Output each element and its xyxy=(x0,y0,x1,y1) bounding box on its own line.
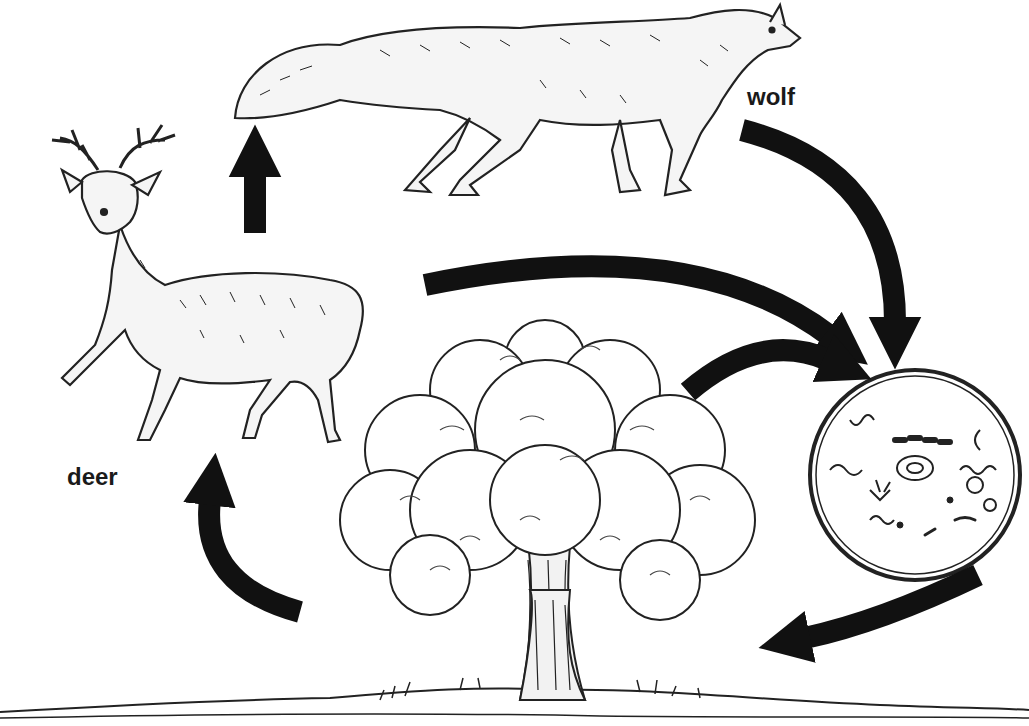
wolf xyxy=(235,5,800,195)
energy-arrows xyxy=(209,130,978,638)
ground xyxy=(0,678,1029,718)
decomposers xyxy=(810,370,1020,580)
organism-label: deer xyxy=(65,463,120,491)
energy-arrow xyxy=(244,172,266,233)
deer xyxy=(52,125,363,442)
organism-panel: wolf xyxy=(225,5,825,125)
organism-panel: deer xyxy=(40,235,380,497)
organism-label: wolf xyxy=(745,83,797,111)
